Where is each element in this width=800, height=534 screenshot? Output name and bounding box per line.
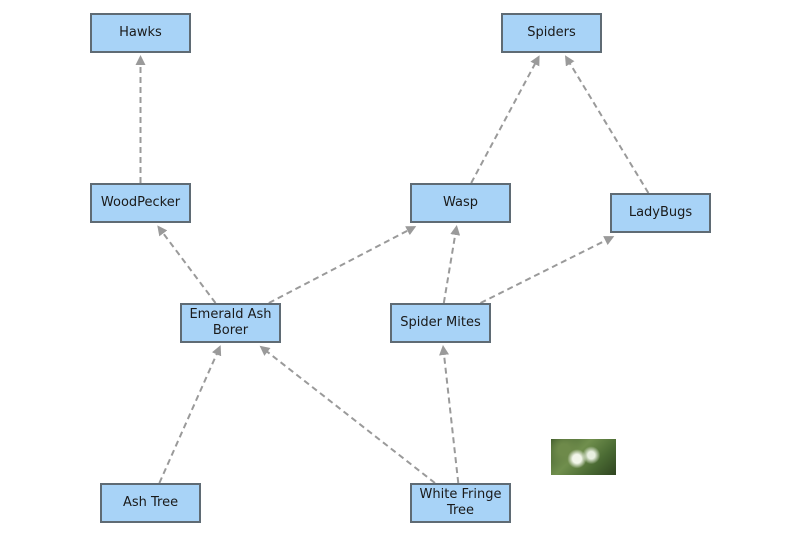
edge-emerald-ash-borer-to-woodpecker: [157, 225, 217, 304]
edge-white-fringe-tree-to-spider-mites: [439, 345, 460, 484]
white-flower-photo: [551, 439, 616, 475]
node-spider-mites[interactable]: Spider Mites: [390, 303, 491, 343]
edge-spider-mites-to-wasp: [442, 225, 461, 304]
node-ladybugs-label: LadyBugs: [628, 205, 693, 220]
node-spiders[interactable]: Spiders: [501, 13, 602, 53]
node-ash-tree-label: Ash Tree: [122, 495, 179, 510]
node-woodpecker-label: WoodPecker: [100, 195, 181, 210]
node-hawks-label: Hawks: [119, 25, 162, 40]
node-spider-mites-label: Spider Mites: [400, 315, 481, 330]
node-emerald-ash-borer-label: Emerald Ash Borer: [189, 307, 272, 338]
edge-ladybugs-to-spiders: [564, 55, 650, 194]
edge-spider-mites-to-ladybugs: [480, 236, 615, 304]
edge-ash-tree-to-emerald-ash-borer: [158, 345, 222, 484]
edge-white-fringe-tree-to-emerald-ash-borer: [259, 345, 436, 484]
node-white-fringe-tree-label: White Fringe Tree: [419, 487, 502, 518]
node-woodpecker[interactable]: WoodPecker: [90, 183, 191, 223]
edge-emerald-ash-borer-to-wasp: [268, 226, 417, 304]
node-emerald-ash-borer[interactable]: Emerald Ash Borer: [180, 303, 281, 343]
node-wasp[interactable]: Wasp: [410, 183, 511, 223]
node-white-fringe-tree[interactable]: White Fringe Tree: [410, 483, 511, 523]
node-hawks[interactable]: Hawks: [90, 13, 191, 53]
node-ladybugs[interactable]: LadyBugs: [610, 193, 711, 233]
node-wasp-label: Wasp: [442, 195, 478, 210]
edge-wasp-to-spiders: [470, 55, 540, 184]
node-ash-tree[interactable]: Ash Tree: [100, 483, 201, 523]
node-spiders-label: Spiders: [527, 25, 576, 40]
